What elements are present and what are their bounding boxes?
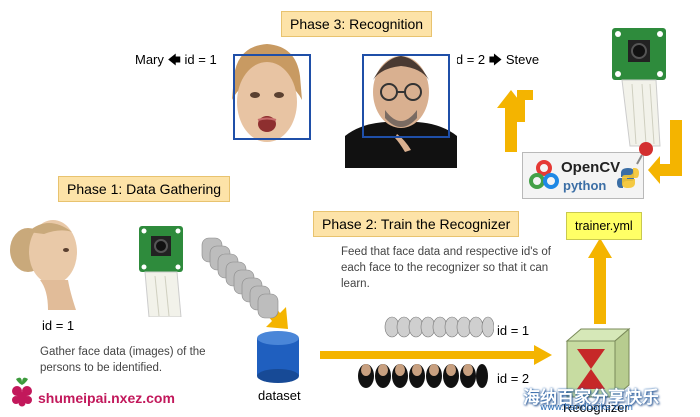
train-id2-label: id = 2	[497, 371, 530, 386]
arrow-recognizer-to-trainer	[588, 238, 612, 324]
opencv-title: OpenCV	[561, 159, 621, 176]
recognizer-label: Recognizer	[563, 400, 629, 415]
train-id1-label: id = 1	[497, 323, 530, 338]
steve-face-box	[362, 54, 450, 138]
pi-camera-top	[612, 28, 666, 147]
mary-id-label: Mary 🡄 id = 1	[135, 52, 217, 67]
watermark-text: 海纳百家分享快乐	[523, 388, 659, 408]
faces-row-id2	[358, 364, 488, 388]
mary-face-box	[233, 54, 311, 140]
brand-site-text: shumeipai.nxez.com	[38, 390, 175, 406]
dataset-cylinder-icon	[257, 331, 299, 383]
raspberry-logo-icon	[12, 377, 32, 407]
phase-3-label: Phase 3: Recognition	[281, 11, 433, 37]
steve-face-image	[345, 40, 457, 168]
opencv-rings-icon	[529, 160, 559, 189]
captured-faces-stack	[201, 237, 279, 319]
steve-id-label: id = 2 🡆 Steve	[453, 52, 540, 67]
gather-id-label: id = 1	[42, 318, 75, 333]
gather-description: Gather face data (images) of the persons…	[40, 346, 206, 374]
mary-face-image	[222, 40, 312, 152]
opencv-python-logo: OpenCV python	[522, 152, 644, 199]
python-subtitle: python	[563, 178, 607, 193]
phase-2-label: Phase 2: Train the Recognizer	[313, 211, 520, 237]
arrow-dataset-to-recognizer	[320, 345, 552, 365]
arrow-camera-to-opencv	[648, 120, 682, 184]
recognizer-cube-icon	[565, 327, 631, 399]
pi-camera-left	[139, 226, 183, 317]
arrow-to-recognition	[497, 90, 533, 152]
pushpin-icon	[636, 142, 653, 165]
woman-profile-image	[10, 220, 77, 310]
dataset-label: dataset	[258, 388, 301, 403]
phase-1-label: Phase 1: Data Gathering	[58, 176, 231, 202]
trainer-file-label: trainer.yml	[566, 212, 642, 240]
train-description: Feed that face data and respective id's …	[341, 246, 551, 290]
python-logo-icon	[617, 168, 639, 188]
watermark-url: www.handbaike.com	[540, 403, 633, 413]
faces-row-id1	[384, 316, 494, 338]
